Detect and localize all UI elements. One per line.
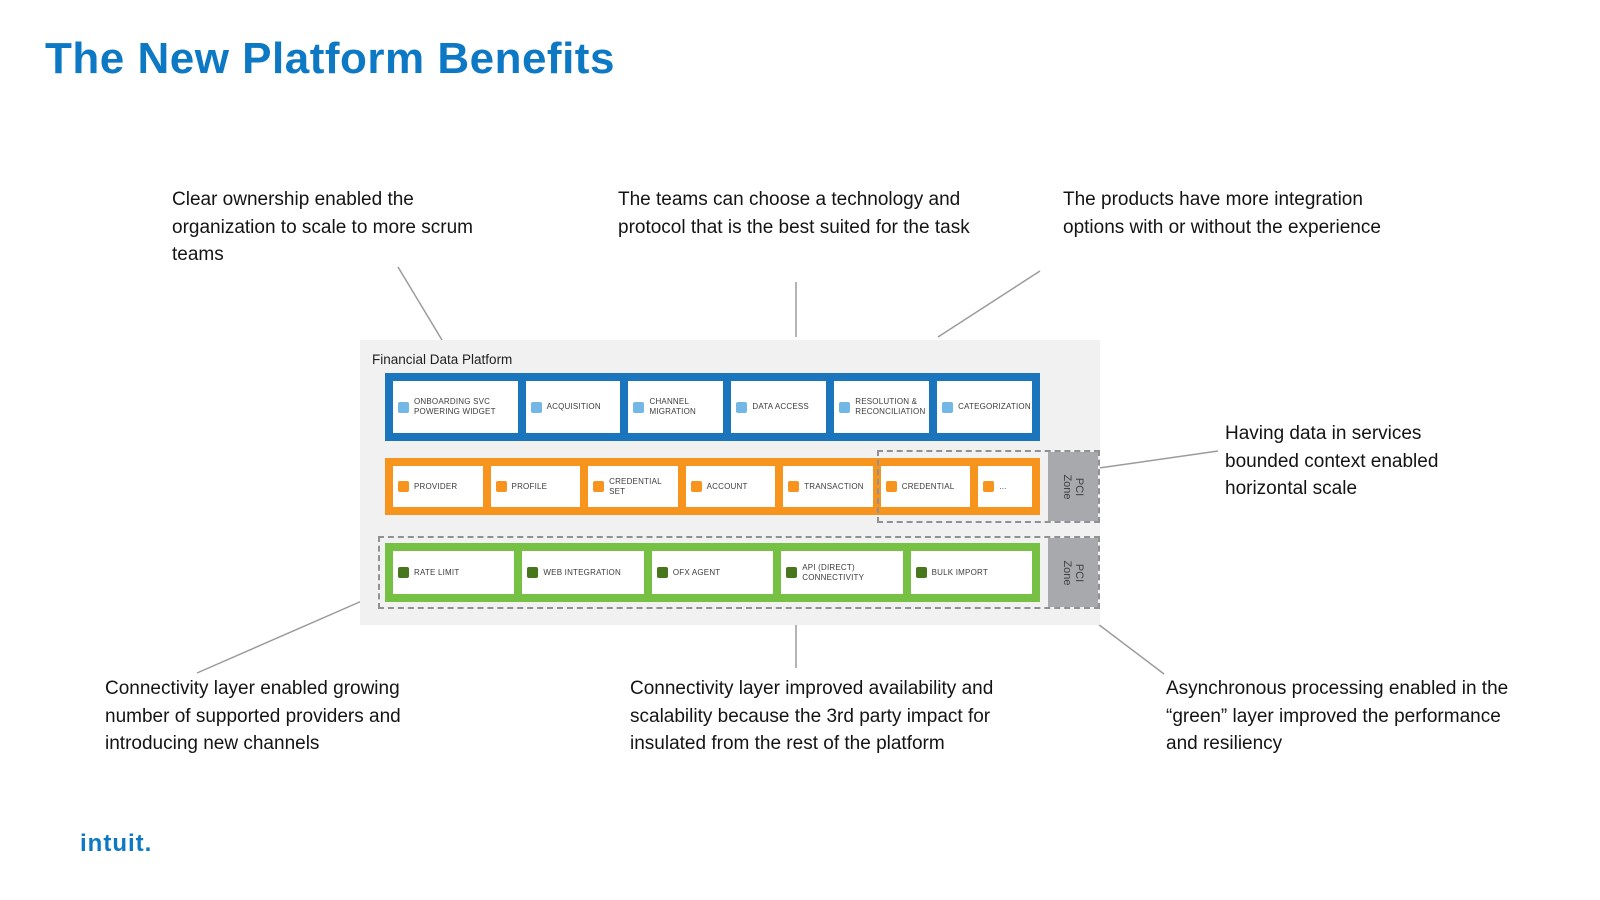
service-label: OFX AGENT bbox=[672, 567, 721, 577]
callout-top-center: The teams can choose a technology and pr… bbox=[618, 189, 970, 238]
pci-zone-strip: PCI Zone bbox=[1048, 452, 1098, 521]
service-icon bbox=[885, 481, 897, 492]
service-box: ACQUISITION bbox=[525, 381, 621, 433]
pci-zone-strip: PCI Zone bbox=[1048, 538, 1098, 607]
service-icon bbox=[495, 481, 507, 492]
service-icon bbox=[398, 567, 409, 578]
service-icon bbox=[942, 401, 954, 413]
service-label: ACQUISITION bbox=[546, 402, 601, 411]
service-box: WEB INTEGRATION bbox=[522, 551, 644, 594]
service-box: ONBOARDING SVC POWERING WIDGET bbox=[393, 381, 518, 433]
callout-bottom-left: Connectivity layer enabled growing numbe… bbox=[105, 678, 401, 754]
service-label: CREDENTIAL SET bbox=[609, 476, 662, 496]
service-box: CREDENTIAL SET bbox=[588, 466, 678, 507]
service-icon bbox=[690, 481, 702, 492]
connector-line bbox=[1098, 450, 1219, 469]
service-box: RESOLUTION & RECONCILIATION bbox=[834, 381, 930, 433]
service-label: PROVIDER bbox=[414, 481, 458, 491]
intuit-logo: intuit bbox=[80, 830, 152, 858]
service-box: ACCOUNT bbox=[685, 466, 776, 507]
service-label: ... bbox=[999, 481, 1007, 491]
service-icon bbox=[839, 401, 851, 413]
service-icon bbox=[736, 401, 748, 413]
callout-right: Having data in services bounded context … bbox=[1225, 423, 1439, 499]
callout-bottom-center: Connectivity layer improved availability… bbox=[630, 678, 994, 754]
service-box: TRANSACTION bbox=[783, 466, 873, 507]
service-label: TRANSACTION bbox=[804, 481, 864, 491]
service-box: CHANNEL MIGRATION bbox=[628, 381, 724, 433]
data-services-row: PROVIDER PROFILE CREDENTIAL SET ACCOUNT … bbox=[385, 458, 1040, 515]
pci-zone-label: PCI Zone bbox=[1061, 473, 1085, 500]
service-label: CATEGORIZATION bbox=[958, 402, 1031, 411]
service-box: BULK IMPORT bbox=[910, 551, 1033, 594]
connector-line bbox=[937, 270, 1041, 338]
service-icon bbox=[398, 401, 409, 413]
service-icon bbox=[786, 567, 798, 578]
callout-bottom-right: Asynchronous processing enabled in the “… bbox=[1166, 678, 1509, 754]
service-box: RATE LIMIT bbox=[393, 551, 515, 594]
service-label: CREDENTIAL bbox=[901, 481, 955, 491]
service-box: API (DIRECT) CONNECTIVITY bbox=[781, 551, 903, 594]
experience-row: ONBOARDING SVC POWERING WIDGET ACQUISITI… bbox=[385, 373, 1040, 441]
service-box: CREDENTIAL bbox=[880, 466, 971, 507]
service-box: PROVIDER bbox=[393, 466, 483, 507]
page-title: The New Platform Benefits bbox=[45, 34, 615, 83]
service-label: BULK IMPORT bbox=[931, 567, 988, 577]
diagram-title: Financial Data Platform bbox=[372, 352, 513, 367]
service-icon bbox=[530, 401, 542, 413]
connector-line bbox=[196, 596, 372, 674]
service-label: API (DIRECT) CONNECTIVITY bbox=[802, 562, 865, 582]
pci-zone-label: PCI Zone bbox=[1061, 559, 1085, 586]
service-icon bbox=[527, 567, 539, 578]
service-label: ACCOUNT bbox=[706, 481, 748, 491]
service-label: WEB INTEGRATION bbox=[543, 567, 621, 577]
callout-top-left: Clear ownership enabled the organization… bbox=[172, 189, 473, 265]
service-label: ONBOARDING SVC POWERING WIDGET bbox=[414, 397, 496, 416]
service-box: ... bbox=[978, 466, 1033, 507]
service-icon bbox=[983, 481, 995, 492]
service-box: PROFILE bbox=[490, 466, 581, 507]
service-label: CHANNEL MIGRATION bbox=[649, 397, 697, 416]
service-label: RATE LIMIT bbox=[414, 567, 460, 577]
service-label: RESOLUTION & RECONCILIATION bbox=[855, 397, 926, 416]
service-label: DATA ACCESS bbox=[752, 402, 809, 411]
financial-data-platform-diagram: Financial Data Platform ONBOARDING SVC P… bbox=[360, 340, 1100, 625]
service-icon bbox=[633, 401, 645, 413]
service-icon bbox=[788, 481, 800, 492]
service-box: CATEGORIZATION bbox=[937, 381, 1032, 433]
service-label: PROFILE bbox=[511, 481, 548, 491]
service-icon bbox=[915, 567, 927, 578]
connectivity-row: RATE LIMIT WEB INTEGRATION OFX AGENT API… bbox=[385, 543, 1040, 602]
service-box: OFX AGENT bbox=[651, 551, 774, 594]
connector-line bbox=[397, 266, 443, 341]
service-icon bbox=[656, 567, 668, 578]
service-icon bbox=[593, 481, 605, 492]
service-icon bbox=[398, 481, 409, 492]
connector-line bbox=[1093, 620, 1165, 675]
service-box: DATA ACCESS bbox=[731, 381, 827, 433]
callout-top-right: The products have more integration optio… bbox=[1063, 189, 1381, 238]
